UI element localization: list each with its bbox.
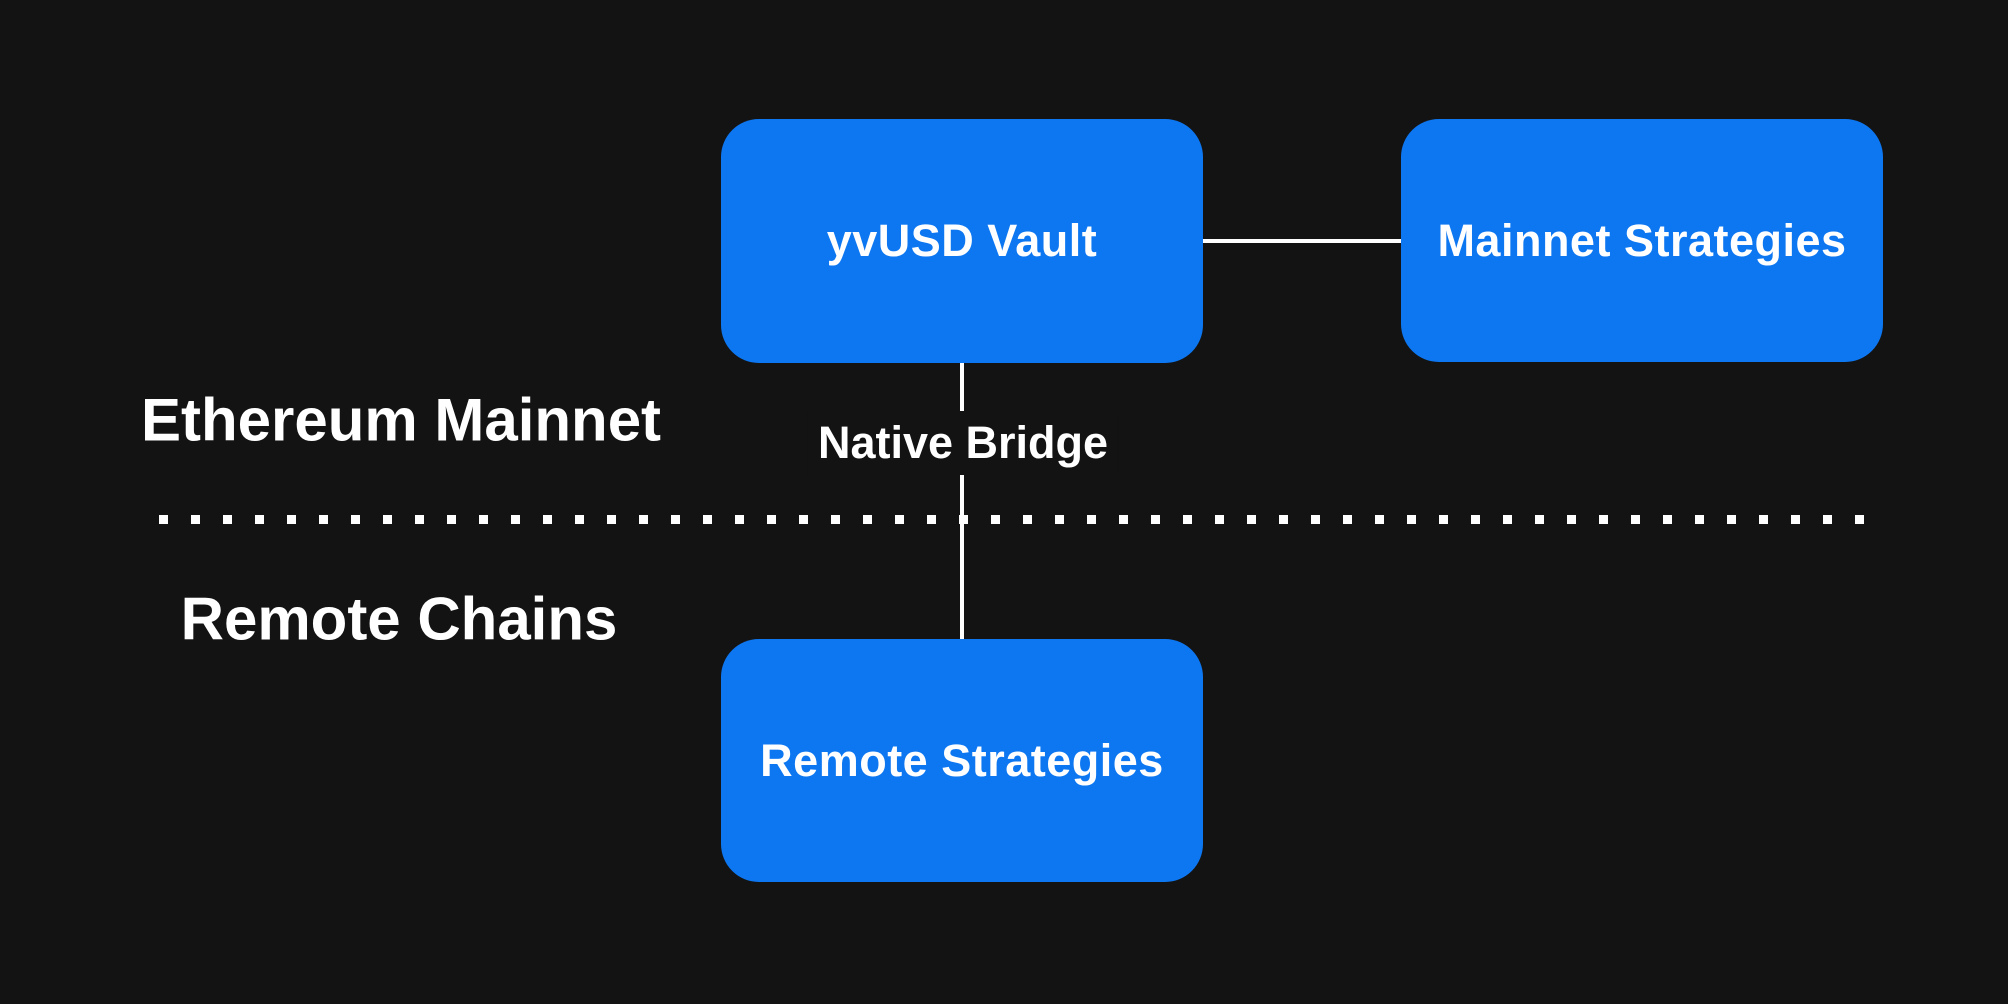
- node-remote-strategies-label: Remote Strategies: [760, 734, 1164, 786]
- edge-label-native-bridge: Native Bridge: [807, 411, 1119, 475]
- node-mainnet-strategies-label: Mainnet Strategies: [1437, 214, 1847, 266]
- connector-vault-to-remote-strategies: [960, 363, 964, 639]
- chain-boundary-dotted-divider: [159, 515, 1865, 524]
- section-label-ethereum-mainnet: Ethereum Mainnet: [140, 386, 662, 454]
- node-yvusd-vault: yvUSD Vault: [721, 119, 1203, 363]
- connector-vault-to-mainnet-strategies: [1203, 239, 1401, 243]
- node-remote-strategies: Remote Strategies: [721, 639, 1203, 882]
- node-mainnet-strategies: Mainnet Strategies: [1401, 119, 1883, 362]
- section-label-remote-chains: Remote Chains: [180, 585, 618, 653]
- node-yvusd-vault-label: yvUSD Vault: [826, 215, 1098, 266]
